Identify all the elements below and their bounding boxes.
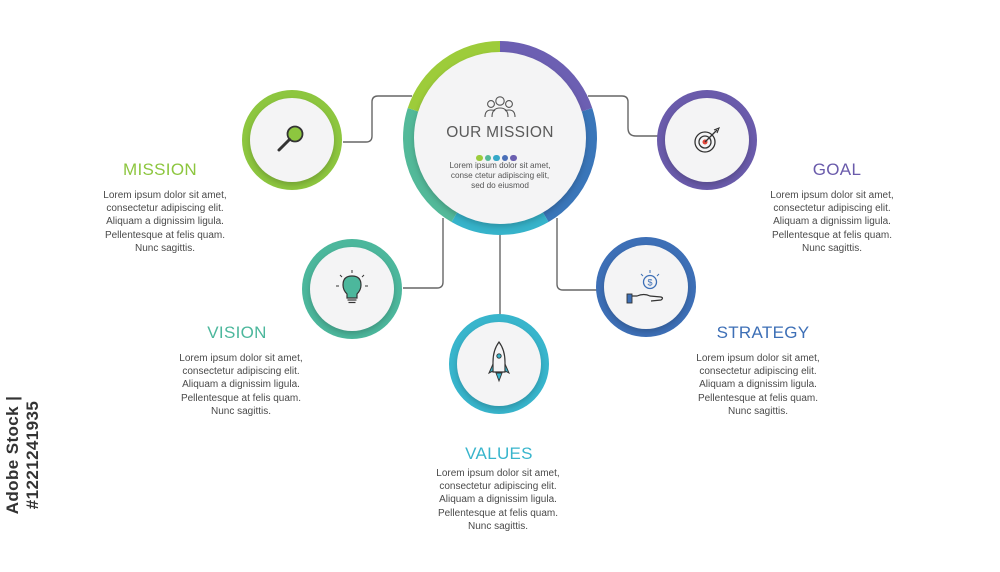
color-dot (476, 154, 483, 161)
mission-title: MISSION (123, 160, 197, 179)
center-line: sed do eiusmod (471, 181, 529, 190)
svg-text:$: $ (647, 278, 652, 288)
mission-text: Lorem ipsum dolor sit amet, consectetur … (75, 189, 255, 255)
goal-line: consectetur adipiscing elit. (773, 203, 891, 215)
center-ring (403, 41, 597, 235)
values-line: consectetur adipiscing elit. (439, 481, 557, 493)
center-line: Lorem ipsum dolor sit amet, (449, 161, 551, 170)
goal-line: Lorem ipsum dolor sit amet, (770, 190, 894, 201)
magnifier-icon (277, 125, 304, 152)
team-icon (484, 96, 516, 118)
watermark-text: Adobe Stock | #1221241935 (3, 395, 42, 515)
connector-goal (588, 95, 658, 137)
connector-vision (403, 218, 444, 289)
target-icon (694, 127, 720, 153)
vision-line: Lorem ipsum dolor sit amet, (179, 353, 303, 364)
vision-title: VISION (207, 323, 267, 342)
connector-mission (343, 95, 412, 143)
center-title: OUR MISSION (446, 124, 554, 141)
hand-coin-icon: $ (626, 270, 664, 304)
strategy-line: Lorem ipsum dolor sit amet, (696, 353, 820, 364)
mission-line: Lorem ipsum dolor sit amet, (103, 190, 227, 201)
goal-line: Aliquam a dignissim ligula. (773, 216, 891, 228)
center-color-dots (476, 148, 519, 161)
vision-line: Nunc sagittis. (210, 405, 272, 417)
vision-line: Pellentesque at felis quam. (180, 392, 302, 404)
goal-title: GOAL (812, 160, 862, 179)
goal-line: Pellentesque at felis quam. (771, 229, 893, 241)
strategy-line: Pellentesque at felis quam. (697, 392, 819, 404)
strategy-line: consectetur adipiscing elit. (699, 366, 817, 378)
values-line: Nunc sagittis. (467, 520, 529, 532)
mission-line: Aliquam a dignissim ligula. (106, 216, 224, 228)
center-line: conse ctetur adipiscing elit, (450, 171, 550, 180)
lightbulb-icon (336, 270, 368, 304)
color-dot (501, 154, 508, 161)
values-text: Lorem ipsum dolor sit amet, consectetur … (408, 467, 588, 533)
color-dot (484, 154, 491, 161)
vision-line: Aliquam a dignissim ligula. (182, 379, 300, 391)
goal-line: Nunc sagittis. (801, 242, 863, 254)
color-dot (493, 154, 500, 161)
mission-line: consectetur adipiscing elit. (106, 203, 224, 215)
mission-line: Nunc sagittis. (134, 242, 196, 254)
color-dot (510, 154, 517, 161)
values-line: Aliquam a dignissim ligula. (439, 494, 557, 506)
strategy-title: STRATEGY (716, 323, 810, 342)
values-line: Lorem ipsum dolor sit amet, (436, 468, 560, 479)
stock-watermark: Adobe Stock | #1221241935 (2, 330, 42, 562)
strategy-line: Nunc sagittis. (727, 405, 789, 417)
values-line: Pellentesque at felis quam. (437, 507, 559, 519)
values-title: VALUES (465, 444, 533, 463)
rocket-icon (487, 340, 511, 383)
connector-strategy (556, 218, 598, 291)
center-description: Lorem ipsum dolor sit amet, conse ctetur… (430, 161, 570, 191)
vision-line: consectetur adipiscing elit. (182, 366, 300, 378)
mission-line: Pellentesque at felis quam. (104, 229, 226, 241)
vision-text: Lorem ipsum dolor sit amet, consectetur … (151, 352, 331, 418)
center-disc (414, 52, 586, 224)
strategy-line: Aliquam a dignissim ligula. (699, 379, 817, 391)
strategy-text: Lorem ipsum dolor sit amet, consectetur … (668, 352, 848, 418)
goal-text: Lorem ipsum dolor sit amet, consectetur … (742, 189, 922, 255)
